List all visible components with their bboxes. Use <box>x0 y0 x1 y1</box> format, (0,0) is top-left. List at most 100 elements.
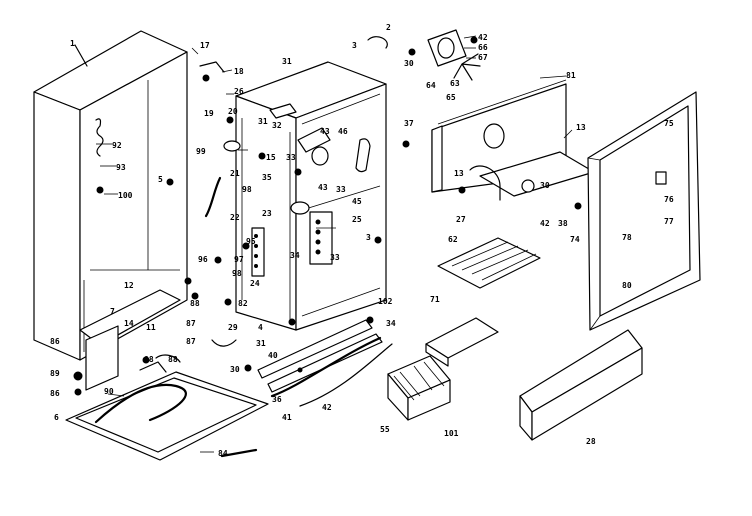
kick-plate <box>519 329 643 441</box>
callout-34b: 34 <box>290 251 300 260</box>
callout-78: 78 <box>622 233 632 242</box>
callout-3: 3 <box>366 233 371 242</box>
leader-lines <box>96 35 573 453</box>
callout-41: 41 <box>282 413 292 422</box>
callout-82: 82 <box>238 299 248 308</box>
callout-89: 89 <box>50 369 60 378</box>
callout-101: 101 <box>444 429 459 438</box>
callout-88c: 88 <box>168 355 178 364</box>
callout-3b: 3 <box>352 41 357 50</box>
callout-33b: 33 <box>336 185 346 194</box>
lower-rails <box>244 319 393 407</box>
callout-102: 102 <box>378 297 393 306</box>
callout-30: 30 <box>230 365 240 374</box>
callout-81: 81 <box>566 71 576 80</box>
callout-29: 29 <box>228 323 238 332</box>
callout-19: 19 <box>204 109 214 118</box>
callout-20: 20 <box>228 107 238 116</box>
callout-34: 34 <box>386 319 396 328</box>
callout-36: 36 <box>272 395 282 404</box>
callout-12: 12 <box>124 281 134 290</box>
callout-88: 88 <box>190 299 200 308</box>
callout-30c: 30 <box>540 181 550 190</box>
callout-86: 86 <box>50 337 60 346</box>
callout-99: 99 <box>196 147 206 156</box>
callout-27: 27 <box>456 215 466 224</box>
callout-35: 35 <box>262 173 272 182</box>
callout-31: 31 <box>256 339 266 348</box>
callout-33: 33 <box>286 153 296 162</box>
callout-25: 25 <box>352 215 362 224</box>
callout-77: 77 <box>664 217 674 226</box>
callout-45: 45 <box>352 197 362 206</box>
callout-21: 21 <box>230 169 240 178</box>
callout-97: 97 <box>234 255 244 264</box>
callout-31c: 31 <box>258 117 268 126</box>
callout-95: 95 <box>246 237 256 246</box>
callout-98: 98 <box>242 185 252 194</box>
callout-87b: 87 <box>186 337 196 346</box>
wire-basket <box>387 355 451 421</box>
callout-64: 64 <box>426 81 436 90</box>
fan-motor <box>367 29 481 81</box>
callout-86b: 86 <box>50 389 60 398</box>
callout-63: 63 <box>450 79 460 88</box>
callout-93: 93 <box>116 163 126 172</box>
callout-33c: 33 <box>330 253 340 262</box>
callout-96: 96 <box>198 255 208 264</box>
callout-75: 75 <box>664 119 674 128</box>
callout-6: 6 <box>54 413 59 422</box>
callout-38: 38 <box>558 219 568 228</box>
ice-tray-rack <box>437 237 541 289</box>
callout-32: 32 <box>272 121 282 130</box>
callout-76: 76 <box>664 195 674 204</box>
callout-7: 7 <box>110 307 115 316</box>
callout-42: 42 <box>322 403 332 412</box>
callout-17: 17 <box>200 41 210 50</box>
callout-67: 67 <box>478 53 488 62</box>
callout-5: 5 <box>158 175 163 184</box>
callout-74: 74 <box>570 235 580 244</box>
small-parts <box>96 61 382 458</box>
callout-98b: 98 <box>232 269 242 278</box>
callout-24: 24 <box>250 279 260 288</box>
callout-28: 28 <box>586 437 596 446</box>
door-gasket-frame <box>587 91 701 331</box>
callout-88b: 88 <box>144 355 154 364</box>
callout-66: 66 <box>478 43 488 52</box>
callout-80: 80 <box>622 281 632 290</box>
callout-90: 90 <box>104 387 114 396</box>
callout-22: 22 <box>230 213 240 222</box>
callout-13: 13 <box>576 123 586 132</box>
callout-26: 26 <box>234 87 244 96</box>
callout-92: 92 <box>112 141 122 150</box>
drain-pan <box>65 361 269 461</box>
callout-42b: 42 <box>478 33 488 42</box>
callout-13b: 13 <box>454 169 464 178</box>
callout-43: 43 <box>320 127 330 136</box>
callout-labels: 1 17 18 26 19 20 92 93 100 5 99 21 98 22… <box>50 23 674 458</box>
callout-46: 46 <box>338 127 348 136</box>
callout-23: 23 <box>262 209 272 218</box>
crisper-drawer <box>425 317 499 367</box>
callout-4: 4 <box>258 323 263 332</box>
callout-87: 87 <box>186 319 196 328</box>
callout-42c: 42 <box>540 219 550 228</box>
callout-14: 14 <box>124 319 134 328</box>
callout-18: 18 <box>234 67 244 76</box>
callout-55: 55 <box>380 425 390 434</box>
callout-30b: 30 <box>404 59 414 68</box>
callout-31b: 31 <box>282 57 292 66</box>
callout-11: 11 <box>146 323 156 332</box>
callout-71: 71 <box>430 295 440 304</box>
callout-37: 37 <box>404 119 414 128</box>
callout-40: 40 <box>268 351 278 360</box>
base-assembly <box>73 277 232 396</box>
outer-cabinet <box>33 30 188 361</box>
callout-65: 65 <box>446 93 456 102</box>
callout-1: 1 <box>70 39 75 48</box>
callout-84: 84 <box>218 449 228 458</box>
callout-100: 100 <box>118 191 133 200</box>
callout-2: 2 <box>386 23 391 32</box>
